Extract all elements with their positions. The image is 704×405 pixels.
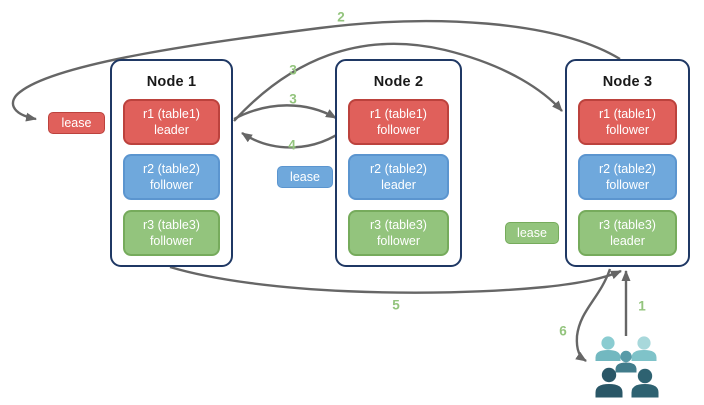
user-icon [615,362,637,373]
node-3-replica-r3: r3 (table3) leader [578,210,677,256]
replica-role: follower [605,123,650,137]
replica-name: r3 (table3) [370,218,427,232]
arrow-step2-node3-to-lease1 [11,19,621,122]
replica-role: follower [376,123,421,137]
replica-role: leader [381,178,416,192]
node-2-replica-r1: r1 (table1) follower [348,99,449,145]
lease-badge-table1: lease [48,112,105,134]
node-2-replica-r3: r3 (table3) follower [348,210,449,256]
user-icon [620,350,632,363]
node-1-replica-r2: r2 (table2) follower [123,154,220,200]
replica-role: leader [154,123,189,137]
node-2-replica-r2: r2 (table2) leader [348,154,449,200]
node-1-title: Node 1 [146,74,197,90]
node-1-replica-r1: r1 (table1) leader [123,99,220,145]
user-icon [601,367,617,383]
replica-role: follower [149,234,194,248]
user-icon [637,368,653,384]
replica-name: r2 (table2) [599,162,656,176]
replica-role: leader [610,234,645,248]
user-icon [631,350,657,361]
replica-name: r3 (table3) [143,218,200,232]
replica-name: r1 (table1) [599,107,656,121]
replica-name: r2 (table2) [370,162,427,176]
node-3-title: Node 3 [602,74,653,90]
node-1-replica-r3: r3 (table3) follower [123,210,220,256]
user-icon [631,384,659,398]
user-icon [595,384,623,398]
users-group-icon [595,336,659,398]
replica-role: follower [376,234,421,248]
arrow-step6-r3-leader-to-users [575,268,612,362]
node-3: Node 3 r1 (table1) follower r2 (table2) … [565,59,690,267]
step-label-2: 2 [337,9,345,25]
step-label-5: 5 [392,297,400,313]
step-label-4: 4 [288,137,296,153]
arrow-step3-leader-to-node2-follower [233,104,337,121]
replica-name: r1 (table1) [143,107,200,121]
arrow-step5-node1-to-r3-leader [169,265,622,294]
replica-role: follower [605,178,650,192]
replica-role: follower [149,178,194,192]
user-icon [601,336,615,350]
step-label-6: 6 [559,323,567,339]
arrow-step3-leader-to-node3-follower [233,42,563,122]
lease-badge-table3: lease [505,222,559,244]
user-icon [595,350,621,361]
user-icon [637,336,651,350]
node-1: Node 1 r1 (table1) leader r2 (table2) fo… [110,59,233,267]
replica-name: r2 (table2) [143,162,200,176]
lease-badge-table2: lease [277,166,333,188]
node-2-title: Node 2 [373,74,424,90]
replica-name: r3 (table3) [599,218,656,232]
replica-name: r1 (table1) [370,107,427,121]
node-3-replica-r2: r2 (table2) follower [578,154,677,200]
node-2: Node 2 r1 (table1) follower r2 (table2) … [335,59,462,267]
step-label-3b: 3 [289,91,297,107]
step-label-3a: 3 [289,62,297,78]
step-label-1: 1 [638,298,646,314]
node-3-replica-r1: r1 (table1) follower [578,99,677,145]
